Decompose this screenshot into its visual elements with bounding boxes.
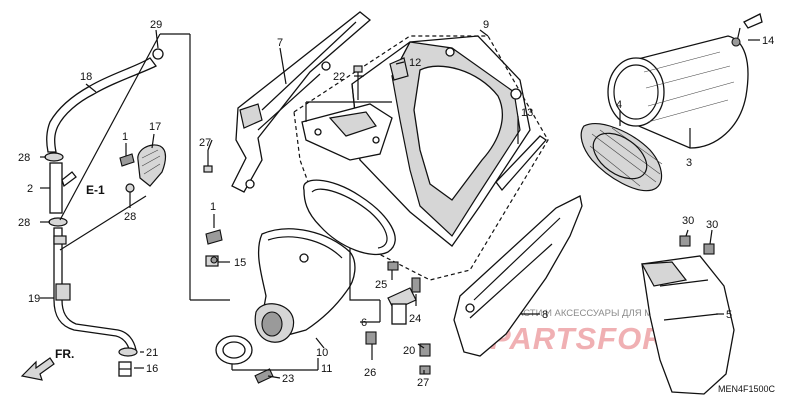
callout-28-lower: 28 <box>18 217 30 229</box>
callout-13: 13 <box>521 107 533 119</box>
callout-26: 26 <box>364 367 376 379</box>
part-holder-plate <box>301 101 393 161</box>
callout-1-upper: 1 <box>122 131 128 143</box>
part-side-cover-8 <box>453 195 583 357</box>
part-bolt-30-a <box>679 235 691 247</box>
part-side-cover-5 <box>641 255 735 395</box>
front-direction-indicator: FR. <box>20 347 74 381</box>
group-bracket-left <box>59 33 230 301</box>
callout-14: 14 <box>762 35 774 47</box>
callout-1-lower: 1 <box>210 201 216 213</box>
callout-5: 5 <box>726 309 732 321</box>
callout-7: 7 <box>277 37 283 49</box>
front-arrow-icon <box>20 357 55 381</box>
part-breather-tube <box>46 57 157 153</box>
callout-10: 10 <box>316 347 328 359</box>
part-screw-23 <box>254 368 274 384</box>
callout-3: 3 <box>686 157 692 169</box>
part-joint-6 <box>349 248 417 325</box>
part-cover-12 <box>389 57 409 81</box>
part-strip-13 <box>495 135 547 192</box>
part-clip-29 <box>152 48 164 60</box>
callout-29: 29 <box>150 19 162 31</box>
leader-lines <box>40 29 760 379</box>
part-bolt-26 <box>365 331 377 345</box>
part-bolt-15 <box>205 255 219 267</box>
callout-15: 15 <box>234 257 246 269</box>
callout-30-a: 30 <box>682 215 694 227</box>
callout-labels: 29 18 28 2 28 19 21 16 1 17 E-1 28 7 27 … <box>18 19 774 389</box>
part-bolt-27-left <box>203 150 213 173</box>
callout-21: 21 <box>146 347 158 359</box>
part-air-cleaner-case-9 <box>351 35 531 247</box>
callout-12: 12 <box>409 57 421 69</box>
callout-11: 11 <box>321 363 332 375</box>
part-joint-2 <box>49 162 63 214</box>
front-direction-label: FR. <box>55 347 74 361</box>
callout-20: 20 <box>403 345 415 357</box>
part-clamp-28-upper <box>44 152 64 162</box>
part-bolt-27-bottom <box>419 365 431 375</box>
callout-19: 19 <box>28 293 40 305</box>
part-clamp-28-lower <box>48 217 68 227</box>
callout-25: 25 <box>375 279 387 291</box>
part-bracket-7 <box>231 11 372 193</box>
callout-6: 6 <box>361 317 367 329</box>
part-grommet-1a <box>119 153 135 167</box>
part-bolt-20 <box>419 343 431 357</box>
part-boot-10 <box>254 228 356 343</box>
callout-28-side: 28 <box>124 211 136 223</box>
callout-16: 16 <box>146 363 158 375</box>
part-bolt-24 <box>411 277 421 293</box>
part-air-filter-3 <box>607 35 749 149</box>
callout-18: 18 <box>80 71 92 83</box>
part-wing-bolt-14 <box>731 13 763 47</box>
callout-17: 17 <box>149 121 161 133</box>
callout-23: 23 <box>282 373 294 385</box>
callout-4: 4 <box>616 99 622 111</box>
callout-30-b: 30 <box>706 219 718 231</box>
part-element-ring <box>303 179 396 256</box>
callout-24: 24 <box>409 313 421 325</box>
part-bolt-30-b <box>703 243 715 255</box>
part-bolt-25 <box>387 261 399 271</box>
part-bolt-22 <box>353 65 363 100</box>
part-washer-28c <box>125 183 135 193</box>
callout-9: 9 <box>483 19 489 31</box>
callout-27-left: 27 <box>199 137 211 149</box>
ref-marker-e1: E-1 <box>86 183 105 197</box>
callout-2: 2 <box>27 183 33 195</box>
callout-28-upper: 28 <box>18 152 30 164</box>
part-ring-11 <box>215 335 253 365</box>
callout-22: 22 <box>333 71 345 83</box>
part-filter-cage-4 <box>580 123 663 192</box>
callout-27-bottom: 27 <box>417 377 429 389</box>
diagram-code: MEN4F1500C <box>718 384 776 394</box>
part-cap-17 <box>137 144 167 187</box>
watermark-caption: ЗАПЧАСТИ И АКСЕССУАРЫ ДЛЯ МОТОТЕХНИКИ <box>492 308 717 319</box>
callout-8: 8 <box>542 309 548 321</box>
part-clamp-21 <box>118 347 138 357</box>
breather-assembly <box>44 48 167 377</box>
part-grommet-1b <box>205 229 223 245</box>
